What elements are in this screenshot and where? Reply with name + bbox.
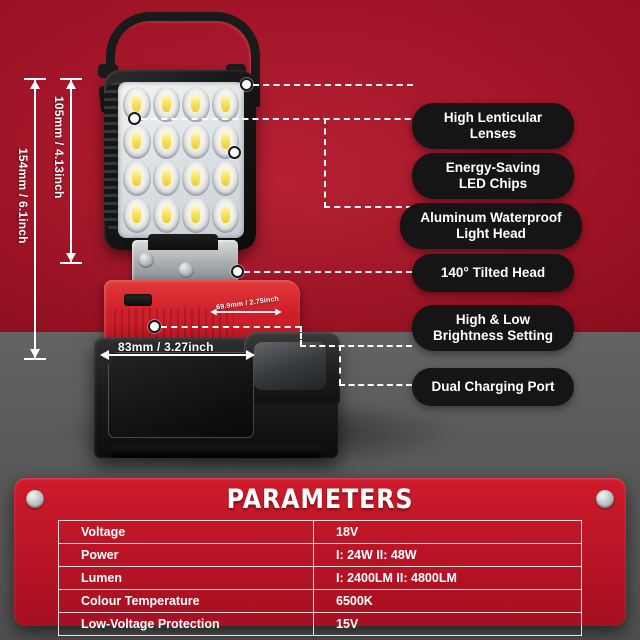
battery-front-face (108, 352, 254, 438)
connector-tilted-head (244, 271, 412, 273)
feature-line-2: Light Head (456, 226, 526, 241)
led-chip (211, 161, 239, 196)
param-value: 15V (313, 612, 582, 636)
feature-line-1: Aluminum Waterproof (420, 209, 562, 225)
led-chip (211, 198, 239, 233)
param-value: I: 24W II: 48W (313, 543, 582, 567)
led-chip (211, 87, 239, 122)
parameters-table: Voltage 18V Power I: 24W II: 48W Lumen I… (58, 520, 582, 636)
carry-handle (106, 12, 260, 107)
feature-pill-dual-charging-port[interactable]: Dual Charging Port (412, 368, 574, 406)
led-chip (123, 124, 151, 159)
parameters-panel: PARAMETERS Voltage 18V Power I: 24W II: … (14, 478, 626, 636)
tilt-mount-bracket (132, 234, 238, 284)
feature-pill-aluminum-waterproof-light-head[interactable]: Aluminum Waterproof Light Head (400, 203, 582, 249)
table-row: Low-Voltage Protection 15V (58, 612, 582, 636)
marker-led-chips (128, 112, 141, 125)
marker-tilted-head (231, 265, 244, 278)
feature-line-2: Lenses (469, 126, 517, 141)
connector-lenses (253, 84, 413, 86)
feature-pill-tilted-head[interactable]: 140° Tilted Head (412, 254, 574, 292)
table-row: Lumen I: 2400LM II: 4800LM (58, 566, 582, 590)
param-key: Low-Voltage Protection (58, 612, 314, 636)
table-row: Power I: 24W II: 48W (58, 543, 582, 567)
bracket-bolt-left (138, 252, 154, 268)
marker-light-head (228, 146, 241, 159)
panel-screw-left (26, 490, 44, 508)
dimension-label-overall-height: 154mm / 6.1inch (16, 148, 30, 244)
connector-led-chips (141, 118, 431, 120)
product-image (70, 8, 370, 468)
feature-pill-high-lenticular-lenses[interactable]: High Lenticular Lenses (412, 103, 574, 149)
connector-brightness-h1 (161, 326, 301, 328)
connector-light-head-h (324, 206, 412, 208)
table-row: Colour Temperature 6500K (58, 589, 582, 613)
led-chip (182, 124, 210, 159)
param-key: Power (58, 543, 314, 567)
panel-title: PARAMETERS (226, 484, 414, 515)
feature-line-1: High & Low (455, 311, 531, 327)
dimension-label-body-width: 83mm / 3.27inch (118, 340, 214, 354)
led-chip (123, 161, 151, 196)
marker-lenses (240, 78, 253, 91)
param-key: Lumen (58, 566, 314, 590)
led-chip (182, 198, 210, 233)
led-lens-array (118, 82, 244, 238)
feature-pill-energy-saving-led-chips[interactable]: Energy-Saving LED Chips (412, 153, 574, 199)
param-value: 6500K (313, 589, 582, 613)
led-chip (152, 161, 180, 196)
bracket-bolt-center (178, 262, 194, 278)
battery-top-hump (244, 332, 340, 404)
battery-pack (94, 332, 340, 458)
feature-line-1: Energy-Saving (445, 159, 541, 175)
feature-line-2: Brightness Setting (432, 328, 553, 343)
led-chip (182, 87, 210, 122)
param-value: I: 2400LM II: 4800LM (313, 566, 582, 590)
battery-base (110, 446, 322, 458)
table-row: Voltage 18V (58, 520, 582, 544)
connector-brightness-v1 (300, 326, 302, 346)
connector-port-h (339, 384, 412, 386)
led-chip (152, 198, 180, 233)
feature-label: Dual Charging Port (431, 378, 555, 394)
panel-screw-right (596, 490, 614, 508)
feature-label: Aluminum Waterproof Light Head (420, 210, 561, 243)
param-key: Voltage (58, 520, 314, 544)
feature-pill-brightness-setting[interactable]: High & Low Brightness Setting (412, 305, 574, 351)
feature-label: High & Low Brightness Setting (433, 312, 553, 345)
param-key: Colour Temperature (58, 589, 314, 613)
feature-label: High Lenticular Lenses (444, 110, 542, 143)
connector-light-head-v (324, 118, 326, 208)
led-chip (152, 124, 180, 159)
feature-line-1: High Lenticular (443, 109, 543, 125)
feature-label: 140° Tilted Head (440, 264, 546, 280)
feature-line-2: LED Chips (458, 176, 528, 191)
led-chip (182, 161, 210, 196)
marker-brightness (148, 320, 161, 333)
led-chip (152, 87, 180, 122)
feature-label: Energy-Saving LED Chips (446, 160, 541, 193)
dimension-label-head-height: 105mm / 4.13inch (52, 96, 66, 199)
param-value: 18V (313, 520, 582, 544)
connector-brightness-h2 (300, 345, 412, 347)
charging-port (124, 294, 152, 306)
connector-port-v (339, 345, 341, 385)
led-chip (123, 198, 151, 233)
